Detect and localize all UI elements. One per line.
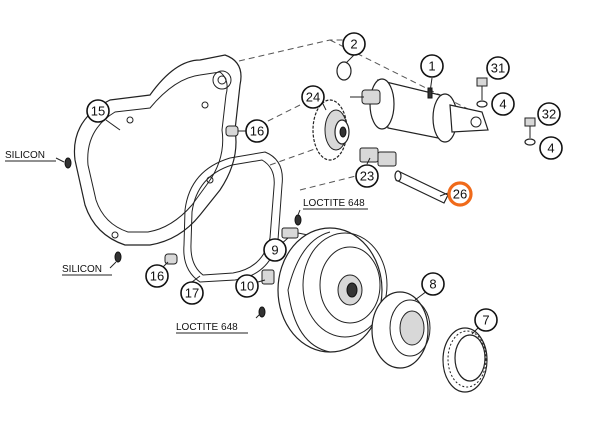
needle-bearings-part-23 (359, 147, 397, 167)
svg-text:24: 24 (306, 90, 320, 105)
shaft-part-26 (394, 170, 449, 204)
svg-text:9: 9 (271, 243, 278, 258)
svg-text:17: 17 (185, 286, 199, 301)
loctite-label-top: LOCTITE 648 (303, 198, 365, 209)
starter-motor-part-1 (350, 78, 489, 143)
loctite-label-bottom: LOCTITE 648 (176, 322, 238, 333)
svg-text:10: 10 (240, 279, 254, 294)
callout-31: 31 (486, 56, 510, 80)
svg-text:4: 4 (547, 141, 554, 156)
bolt-part-32 (524, 117, 536, 138)
silicon-label-top: SILICON (5, 150, 45, 161)
callout-10: 10 (235, 274, 259, 298)
gear-part-24 (312, 99, 350, 161)
callout-23: 23 (355, 164, 379, 188)
bolt-part-9 (281, 227, 309, 239)
washer-part-4b (524, 138, 536, 146)
callout-2: 2 (342, 32, 366, 56)
callout-32: 32 (537, 102, 561, 126)
callout-24: 24 (301, 85, 325, 109)
svg-text:16: 16 (250, 124, 264, 139)
silicon-label-bottom: SILICON (62, 264, 102, 275)
callout-26-highlighted: 26 (447, 181, 473, 207)
callout-16a: 16 (245, 119, 269, 143)
svg-text:7: 7 (482, 313, 489, 328)
svg-text:15: 15 (91, 104, 105, 119)
callout-4b: 4 (539, 136, 563, 160)
loctite-note-top: LOCTITE 648 (303, 198, 368, 210)
svg-text:4: 4 (499, 97, 506, 112)
engine-cover-part-15 (73, 54, 242, 246)
svg-text:31: 31 (491, 61, 505, 76)
svg-text:2: 2 (350, 37, 357, 52)
loctite-note-bottom: LOCTITE 648 (176, 322, 248, 334)
bearing-ring-part-7 (442, 327, 488, 393)
svg-text:16: 16 (150, 269, 164, 284)
bolt-part-31 (476, 77, 488, 100)
flywheel-rotor (277, 227, 388, 353)
leader-lines (55, 54, 481, 335)
silicon-note-top: SILICON (5, 150, 56, 162)
callout-15: 15 (86, 99, 110, 123)
loctite-dot-top (294, 214, 302, 226)
callout-4a: 4 (491, 92, 515, 116)
callout-16b: 16 (145, 264, 169, 288)
svg-text:23: 23 (360, 169, 374, 184)
ring-part-8 (371, 291, 431, 369)
loctite-dot-bottom (258, 306, 266, 318)
nut-part-10 (261, 269, 275, 285)
silicon-dots (64, 157, 122, 263)
svg-text:8: 8 (429, 277, 436, 292)
callout-9: 9 (263, 238, 287, 262)
silicon-note-bottom: SILICON (62, 264, 112, 276)
callout-7: 7 (474, 308, 498, 332)
callout-1: 1 (420, 54, 444, 78)
washer-part-4a (476, 100, 488, 108)
svg-text:32: 32 (542, 107, 556, 122)
callout-8: 8 (421, 272, 445, 296)
o-ring-part-2 (336, 61, 352, 81)
svg-text:1: 1 (428, 59, 435, 74)
svg-text:26: 26 (453, 187, 467, 202)
callout-17: 17 (180, 281, 204, 305)
